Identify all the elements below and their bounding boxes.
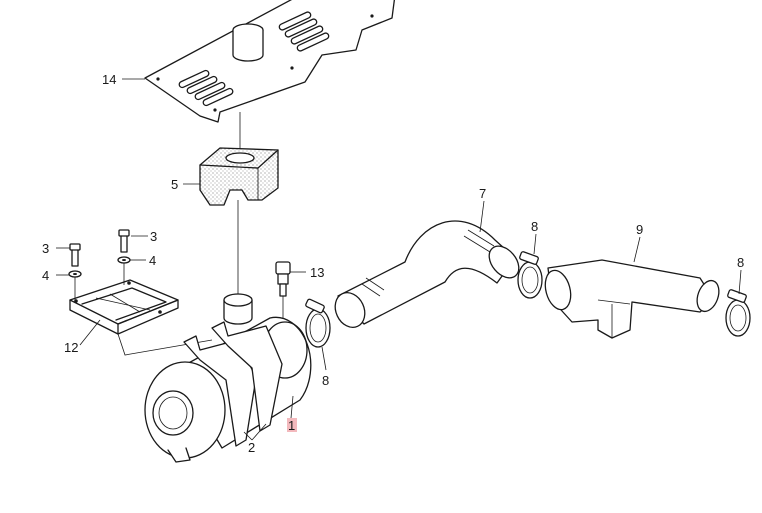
callout-4-right: 4 bbox=[149, 253, 156, 268]
callout-8-left: 8 bbox=[322, 373, 329, 388]
hose-clamp-part-8-middle bbox=[517, 251, 543, 299]
intake-hose-part-7 bbox=[334, 220, 520, 329]
vent-slots-right bbox=[278, 11, 330, 52]
callout-4-left: 4 bbox=[42, 268, 49, 283]
callout-5: 5 bbox=[171, 177, 178, 192]
vent-slots-left bbox=[178, 69, 234, 107]
elbow-duct-part-9 bbox=[544, 259, 720, 339]
washer-part-4-right bbox=[117, 256, 131, 264]
cover-plate-part-14 bbox=[144, 0, 396, 123]
callout-12: 12 bbox=[64, 340, 78, 355]
callout-9: 9 bbox=[636, 222, 643, 237]
hose-clamp-part-8-left bbox=[305, 298, 331, 348]
bolt-part-3-left bbox=[69, 243, 81, 267]
callout-3-left: 3 bbox=[42, 241, 49, 256]
leader-lines bbox=[56, 78, 742, 441]
callout-13: 13 bbox=[310, 265, 324, 280]
bolt-part-3-right bbox=[118, 229, 130, 253]
clamp-bands-part-2 bbox=[183, 321, 283, 447]
callout-1-highlight bbox=[287, 418, 297, 432]
callout-2: 2 bbox=[248, 440, 255, 455]
bracket-part-12 bbox=[69, 279, 213, 356]
callout-8-middle: 8 bbox=[531, 219, 538, 234]
callout-labels: 14 5 7 8 9 8 3 3 4 4 13 12 8 1 2 bbox=[42, 72, 744, 455]
foam-block-part-5 bbox=[199, 147, 279, 206]
callout-3-right: 3 bbox=[150, 229, 157, 244]
callout-7: 7 bbox=[479, 186, 486, 201]
washer-part-4-left bbox=[68, 270, 82, 278]
callout-8-right: 8 bbox=[737, 255, 744, 270]
hose-clamp-part-8-right bbox=[725, 289, 751, 337]
sensor-part-13 bbox=[275, 261, 291, 322]
callout-14: 14 bbox=[102, 72, 116, 87]
callout-1: 1 bbox=[288, 418, 295, 433]
